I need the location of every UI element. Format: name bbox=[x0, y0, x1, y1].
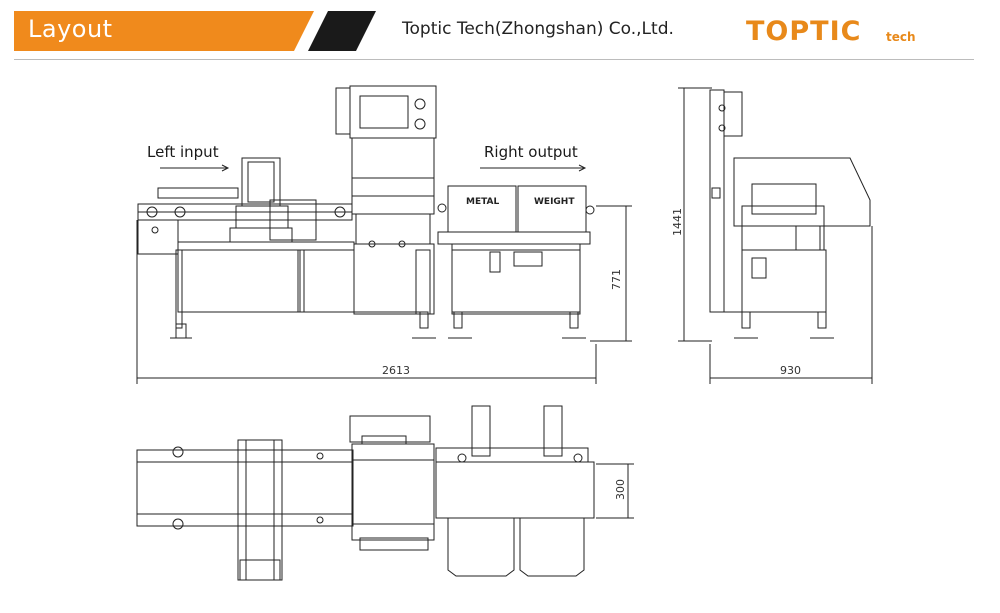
left-frame bbox=[177, 241, 355, 313]
top-weighing-section bbox=[351, 443, 435, 541]
left-input-label: Left input bbox=[147, 143, 219, 161]
header-banner bbox=[14, 7, 974, 59]
logo-suffix: tech bbox=[886, 30, 916, 44]
side-conveyor bbox=[741, 205, 825, 251]
top-left-conveyor bbox=[136, 449, 354, 527]
top-metal-bin bbox=[447, 517, 515, 577]
width-dimension-300: 300 bbox=[614, 479, 627, 500]
title-dark-stripe bbox=[308, 11, 376, 51]
control-knob-icon bbox=[414, 118, 426, 130]
beacon-light bbox=[335, 87, 351, 135]
side-view: 1441 930 bbox=[671, 87, 873, 384]
top-pusher-2 bbox=[543, 405, 563, 457]
page-title: Layout bbox=[28, 15, 113, 43]
top-metal-detector bbox=[237, 439, 283, 581]
weight-reject-bin bbox=[517, 185, 587, 233]
right-conveyor-belt bbox=[437, 231, 591, 245]
company-name: Toptic Tech(Zhongshan) Co.,Ltd. bbox=[402, 19, 674, 39]
left-conveyor-guard bbox=[157, 187, 239, 199]
top-control-panel bbox=[349, 415, 431, 443]
height-dimension-771: 771 bbox=[610, 269, 623, 290]
top-pusher-1 bbox=[471, 405, 491, 457]
company-logo: TOPTIC tech bbox=[746, 12, 926, 52]
top-weight-bin bbox=[519, 517, 585, 577]
metal-reject-bin bbox=[447, 185, 517, 233]
side-control-box bbox=[723, 91, 743, 137]
header-divider bbox=[14, 59, 974, 60]
height-dimension-1441: 1441 bbox=[671, 208, 684, 236]
metal-bin-label: METAL bbox=[466, 197, 500, 207]
header-bar-shape bbox=[14, 11, 376, 51]
emergency-stop-icon bbox=[414, 98, 426, 110]
left-roller-housing bbox=[137, 219, 179, 255]
top-view: 300 bbox=[136, 405, 634, 581]
right-output-label: Right output bbox=[484, 143, 578, 161]
length-dimension-2613: 2613 bbox=[382, 364, 410, 377]
top-right-conveyor bbox=[435, 461, 595, 519]
touch-screen bbox=[359, 95, 409, 129]
front-view: METAL WEIGHT 771 2613 bbox=[136, 85, 632, 384]
right-output-arrowhead bbox=[578, 164, 587, 172]
logo-wordmark: TOPTIC bbox=[746, 16, 862, 47]
left-input-arrowhead bbox=[221, 164, 230, 172]
side-frame bbox=[741, 249, 827, 313]
side-column bbox=[709, 89, 725, 313]
right-frame bbox=[451, 243, 581, 315]
pneumatic-unit bbox=[489, 251, 501, 273]
title-orange-band bbox=[14, 11, 314, 51]
weight-bin-label: WEIGHT bbox=[534, 197, 575, 207]
control-panel bbox=[349, 85, 437, 139]
side-hood bbox=[733, 157, 871, 227]
width-dimension-930: 930 bbox=[780, 364, 801, 377]
cabinet-lower bbox=[353, 243, 435, 315]
